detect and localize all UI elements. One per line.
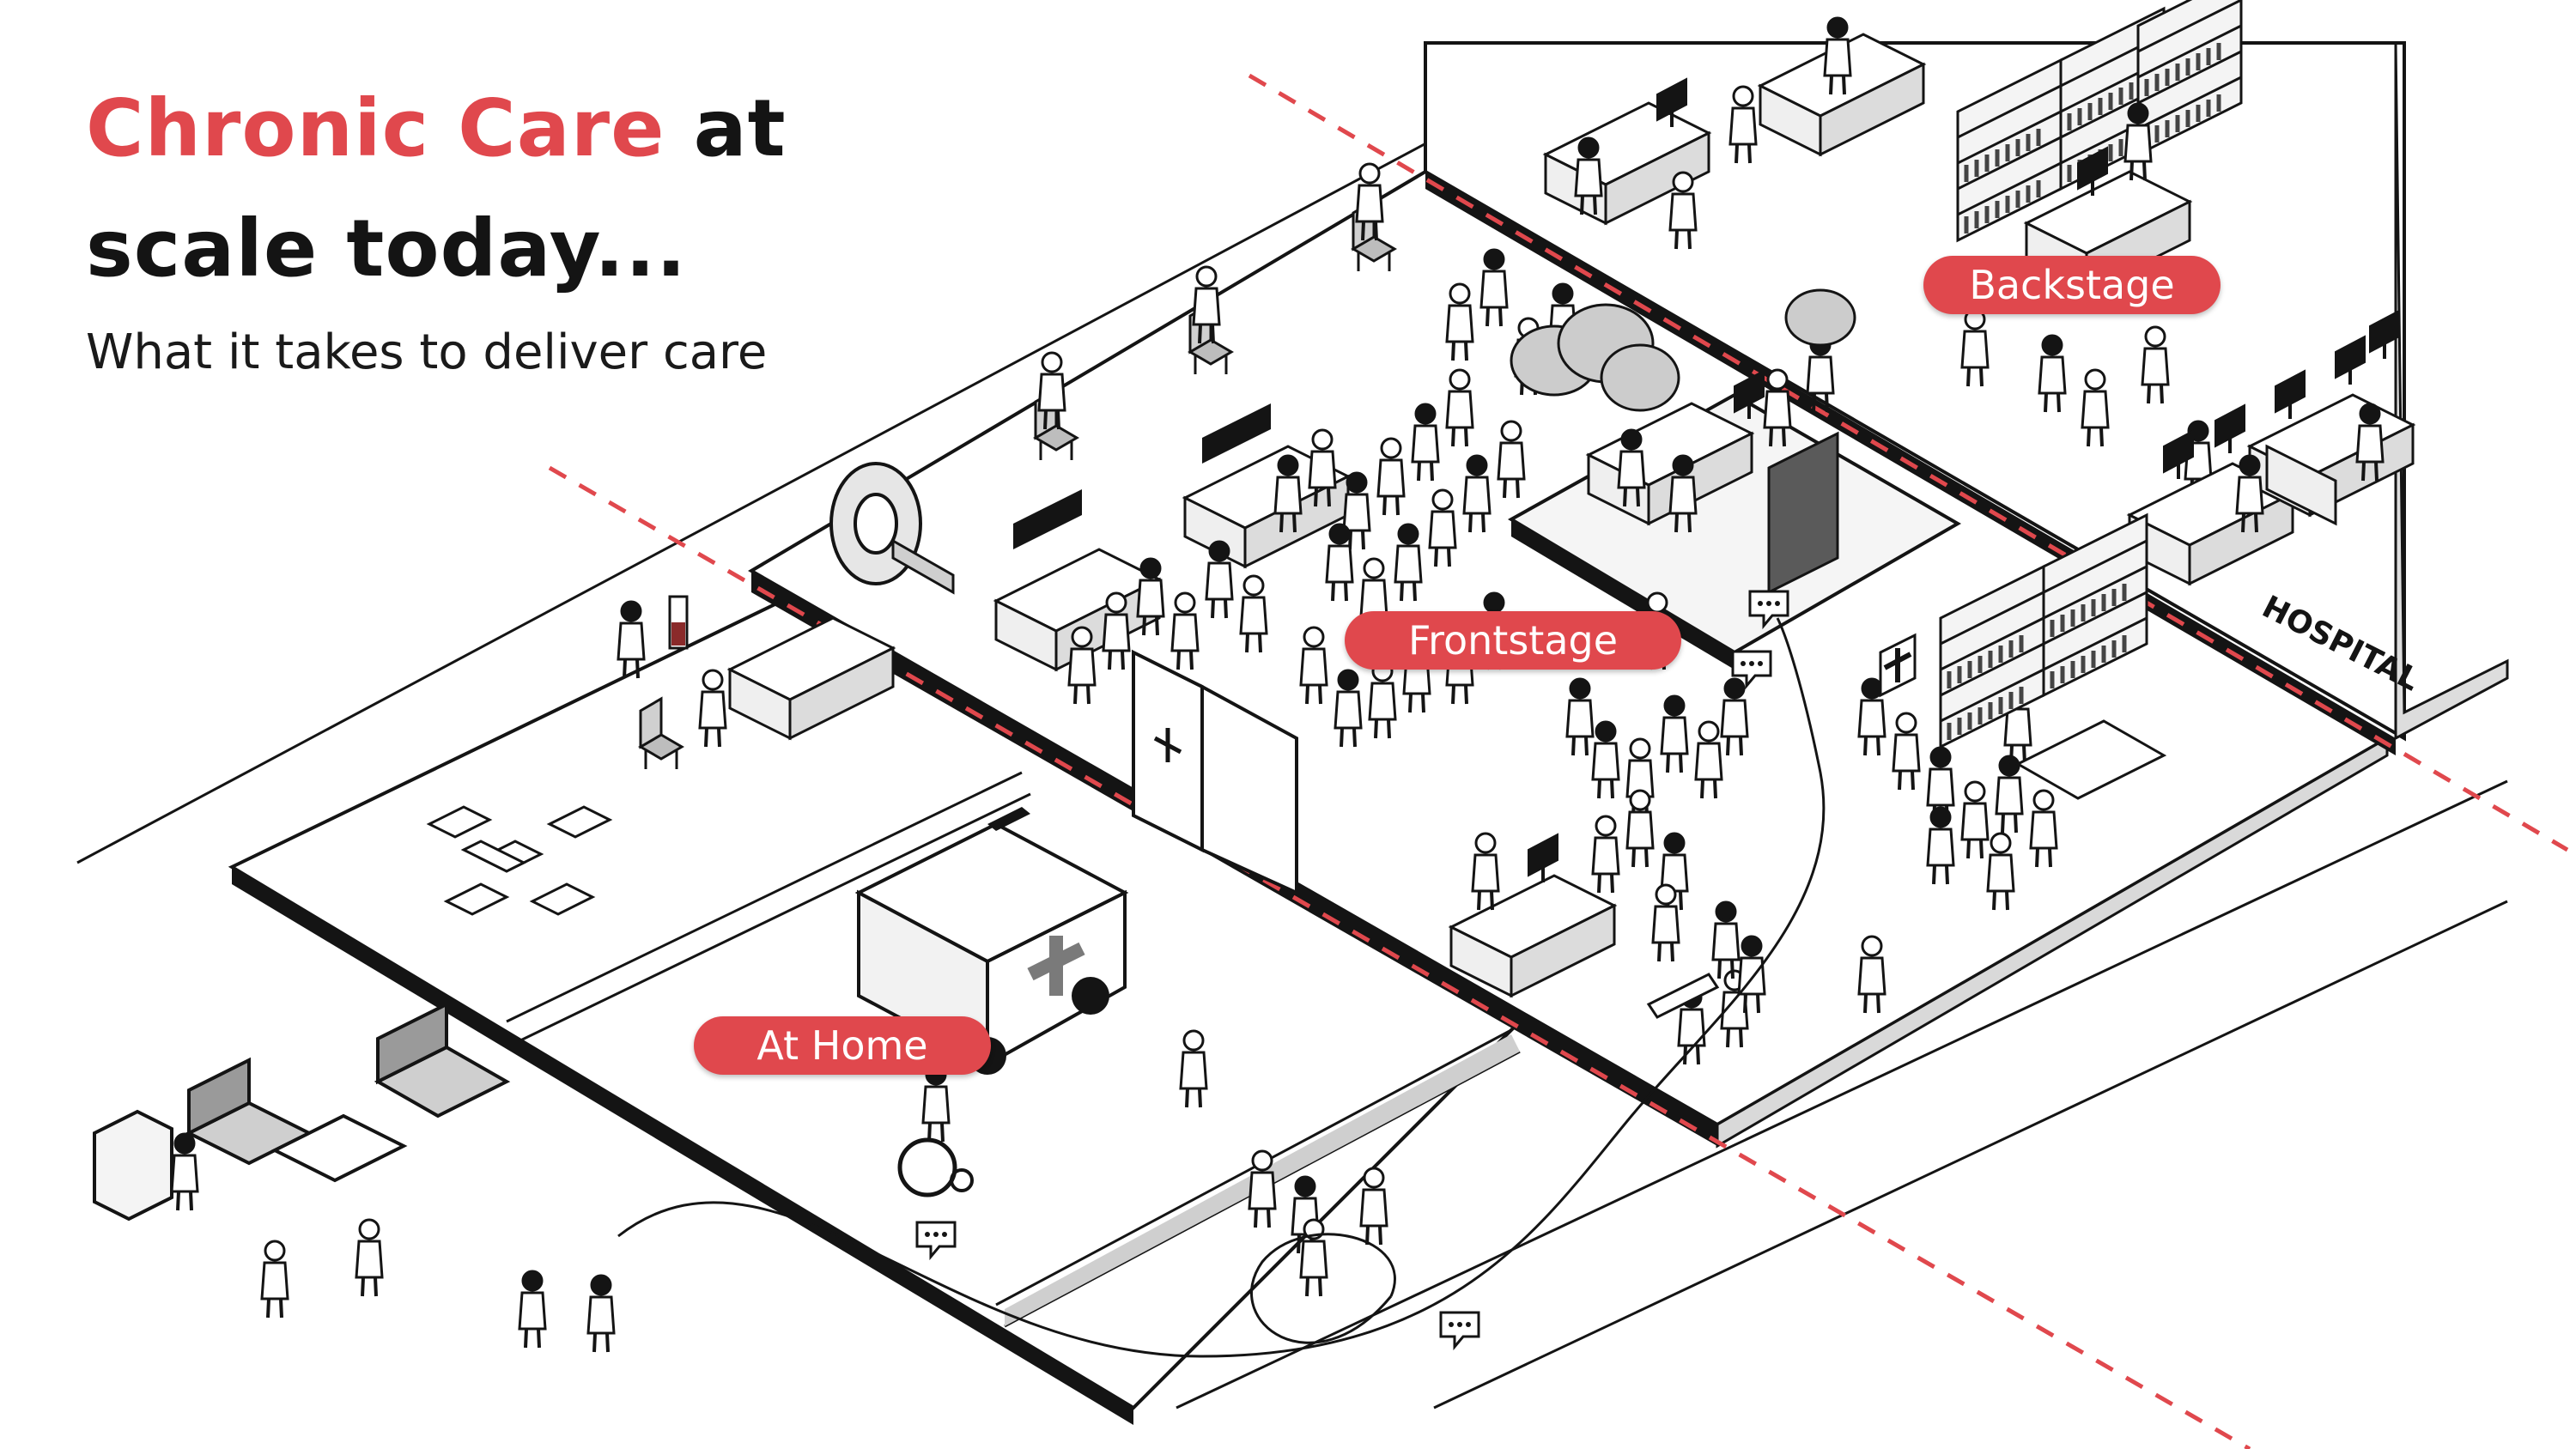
papers <box>426 805 613 916</box>
title-block: Chronic Care at scale today... <box>86 69 787 309</box>
title-accent: Chronic Care <box>86 82 665 174</box>
label-backstage: Backstage <box>1923 256 2221 314</box>
kiosk <box>1646 973 1720 1019</box>
page-title-line-1: Chronic Care at <box>86 69 787 189</box>
page-title-line-2: scale today... <box>86 203 688 294</box>
wheelchair-icon <box>897 1137 974 1197</box>
label-frontstage: Frontstage <box>1345 611 1681 670</box>
page-subtitle: What it takes to deliver care <box>86 324 768 380</box>
entrance-doors <box>1132 649 1298 896</box>
medical-cross-icon <box>1879 633 1917 698</box>
thought-cloud <box>1510 288 1856 412</box>
ground-lines <box>76 41 2508 1410</box>
patient-journey-path <box>617 617 1826 1358</box>
ambulance-icon <box>854 807 1129 1075</box>
waiting-room <box>93 1001 511 1222</box>
title-rest: at <box>665 82 787 174</box>
at-home-content <box>93 595 1388 1354</box>
label-at-home: At Home <box>694 1016 991 1075</box>
frontstage-content <box>829 162 2167 1066</box>
mri-scanner-icon <box>829 462 955 595</box>
